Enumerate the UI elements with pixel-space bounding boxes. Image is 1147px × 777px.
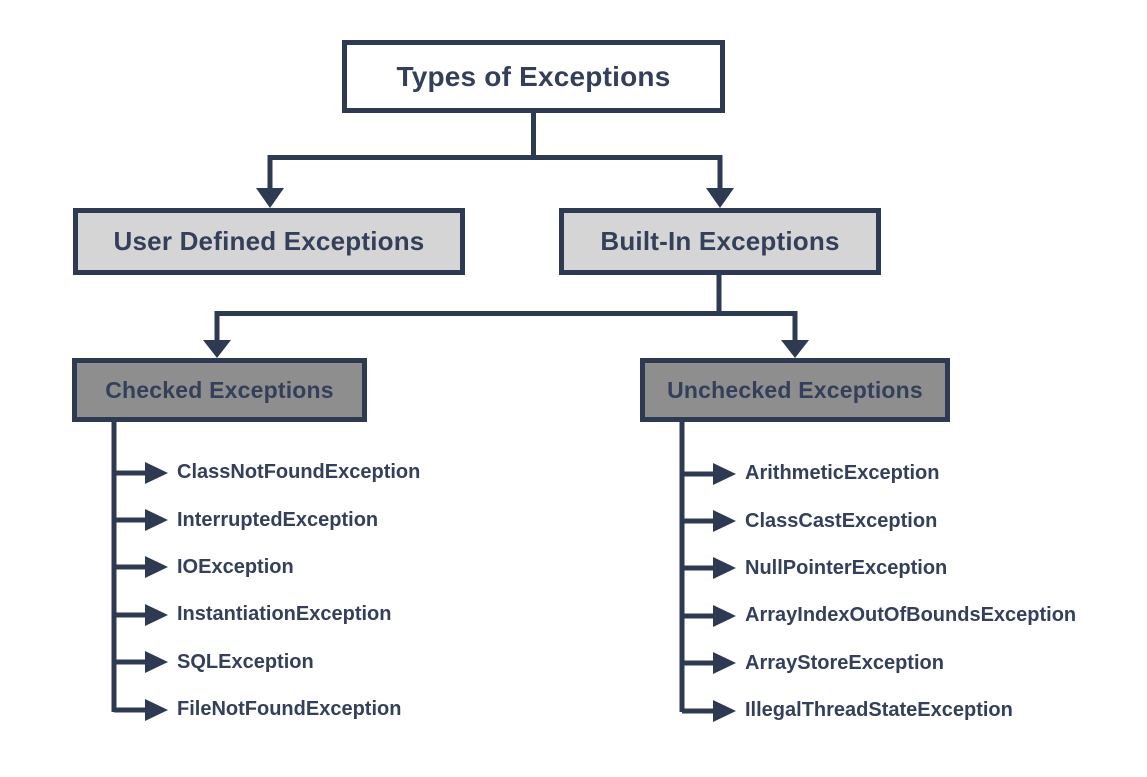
node-types-of-exceptions: Types of Exceptions: [342, 40, 725, 113]
arrow-down-icon: [706, 188, 734, 208]
list-item: IllegalThreadStateException: [682, 687, 1076, 734]
node-label: Unchecked Exceptions: [667, 376, 923, 403]
connector-tier2-rail: [214, 311, 798, 342]
node-built-in-exceptions: Built-In Exceptions: [559, 208, 881, 275]
list-item: ClassCastException: [682, 497, 1076, 544]
exception-name: InstantiationException: [177, 603, 392, 626]
exception-name: ArithmeticException: [745, 462, 940, 485]
arrow-right-icon: [114, 650, 168, 674]
arrow-right-icon: [114, 555, 168, 579]
exception-name: NullPointerException: [745, 556, 948, 579]
list-item: NullPointerException: [682, 545, 1076, 592]
arrow-right-icon: [682, 604, 736, 628]
exception-name: IOException: [177, 555, 294, 578]
exception-name: InterruptedException: [177, 508, 379, 531]
list-item: IOException: [114, 544, 420, 591]
exception-name: ClassNotFoundException: [177, 461, 421, 484]
unchecked-exceptions-list: ArithmeticException ClassCastException N…: [682, 450, 1076, 734]
exception-name: FileNotFoundException: [177, 698, 402, 721]
node-checked-exceptions: Checked Exceptions: [72, 358, 367, 422]
arrow-right-icon: [682, 462, 736, 486]
arrow-right-icon: [114, 508, 168, 532]
list-item: SQLException: [114, 639, 420, 686]
list-item: InterruptedException: [114, 496, 420, 543]
arrow-down-icon: [256, 188, 284, 208]
arrow-down-icon: [781, 340, 809, 358]
list-item: ClassNotFoundException: [114, 449, 420, 496]
node-unchecked-exceptions: Unchecked Exceptions: [640, 358, 950, 422]
node-label: Types of Exceptions: [396, 60, 671, 92]
arrow-right-icon: [114, 698, 168, 722]
list-item: InstantiationException: [114, 591, 420, 638]
list-item: FileNotFoundException: [114, 686, 420, 733]
arrow-right-icon: [114, 461, 168, 485]
arrow-right-icon: [114, 603, 168, 627]
arrow-down-icon: [203, 340, 231, 358]
exception-name: ArrayStoreException: [745, 651, 944, 674]
arrow-right-icon: [682, 556, 736, 580]
exception-name: ClassCastException: [745, 509, 938, 532]
arrow-right-icon: [682, 509, 736, 533]
checked-exceptions-list: ClassNotFoundException InterruptedExcept…: [114, 449, 420, 733]
node-label: Checked Exceptions: [105, 376, 334, 403]
exception-name: IllegalThreadStateException: [745, 699, 1013, 722]
node-label: User Defined Exceptions: [113, 226, 425, 256]
list-item: ArrayIndexOutOfBoundsException: [682, 592, 1076, 639]
node-user-defined-exceptions: User Defined Exceptions: [73, 208, 465, 275]
connector-tier1-rail: [267, 155, 723, 190]
arrow-right-icon: [682, 651, 736, 675]
exception-name: SQLException: [177, 650, 314, 673]
exception-name: ArrayIndexOutOfBoundsException: [745, 604, 1077, 627]
list-item: ArrayStoreException: [682, 640, 1076, 687]
arrow-right-icon: [682, 699, 736, 723]
list-item: ArithmeticException: [682, 450, 1076, 497]
node-label: Built-In Exceptions: [600, 226, 840, 256]
